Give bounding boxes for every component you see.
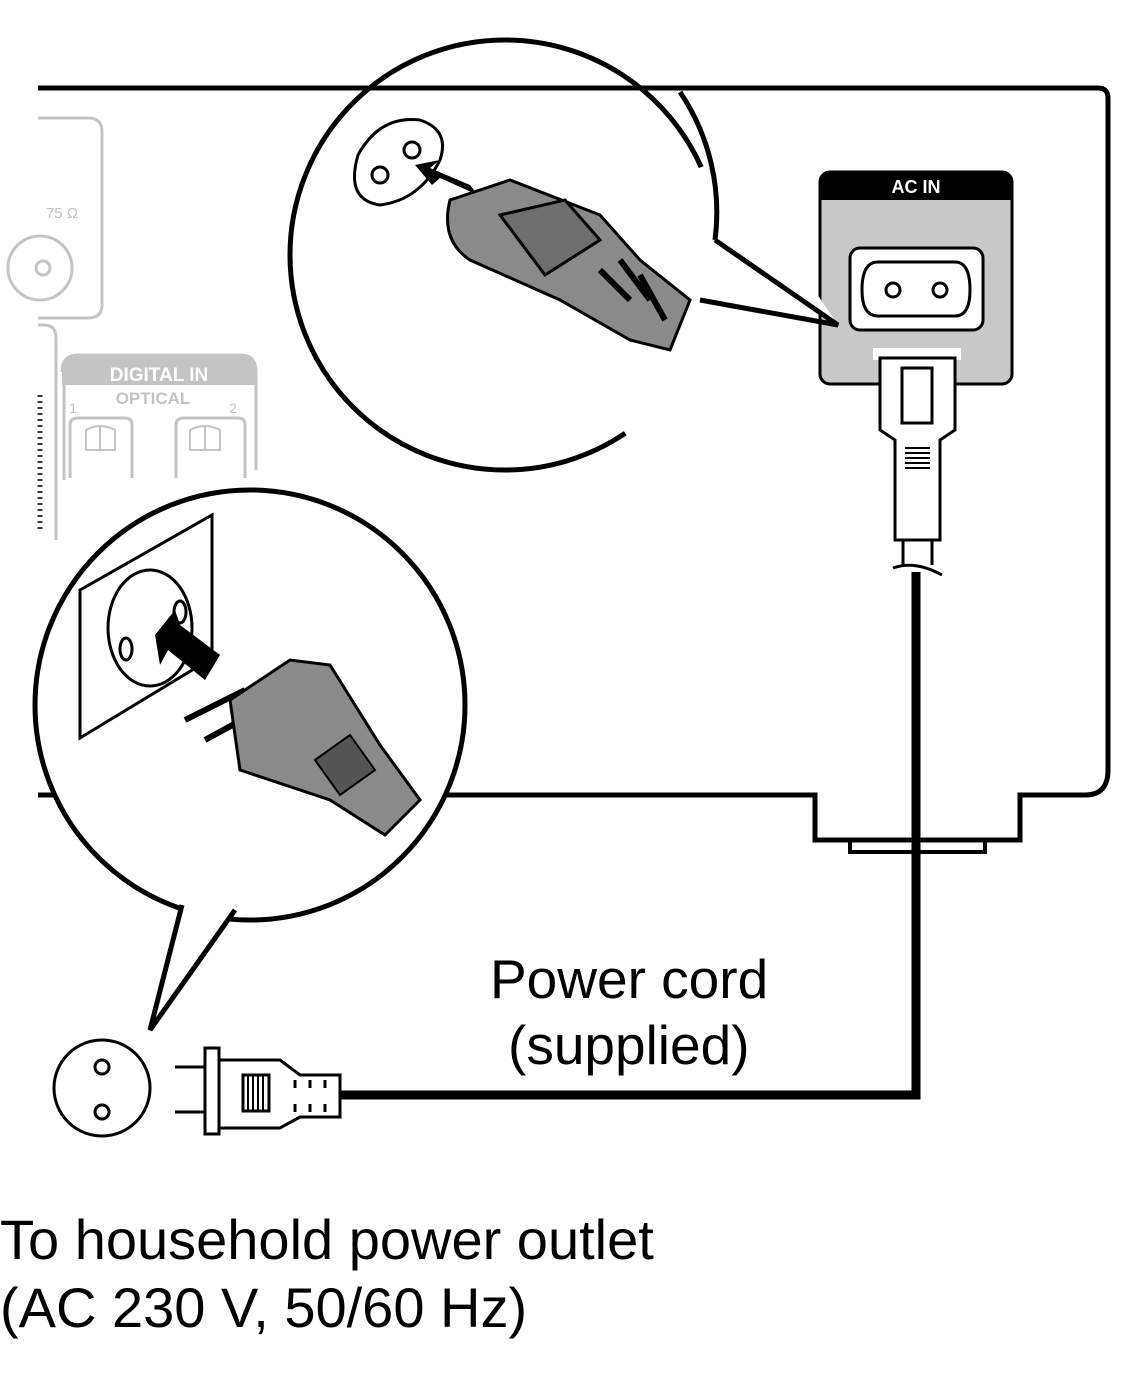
- power-cord-label: Power cord: [490, 948, 769, 1010]
- iec-plug-inserted: [873, 348, 961, 577]
- callout-wall-outlet: [32, 487, 468, 1032]
- optical-port-1-label: 1: [69, 400, 77, 416]
- outlet-label: To household power outlet: [0, 1208, 654, 1271]
- wall-outlet-icon: [52, 1038, 152, 1138]
- optical-port-2-label: 2: [229, 400, 237, 416]
- callout-iec-connection: [285, 37, 840, 473]
- antenna-impedance-label: 75 Ω: [46, 205, 78, 222]
- digital-in-label: DIGITAL IN: [110, 365, 209, 386]
- digital-in-header: [62, 355, 256, 385]
- ac-in-panel: [818, 170, 1014, 386]
- power-cord-supplied-label: (supplied): [508, 1014, 750, 1076]
- device-outline: [38, 85, 1111, 843]
- faded-rear-panel: [6, 116, 258, 540]
- ac-in-label: AC IN: [892, 177, 941, 197]
- power-cord: [340, 572, 921, 1100]
- optical-label: OPTICAL: [116, 389, 191, 408]
- outlet-voltage-label: (AC 230 V, 50/60 Hz): [0, 1276, 528, 1339]
- mains-plug: [175, 1046, 342, 1136]
